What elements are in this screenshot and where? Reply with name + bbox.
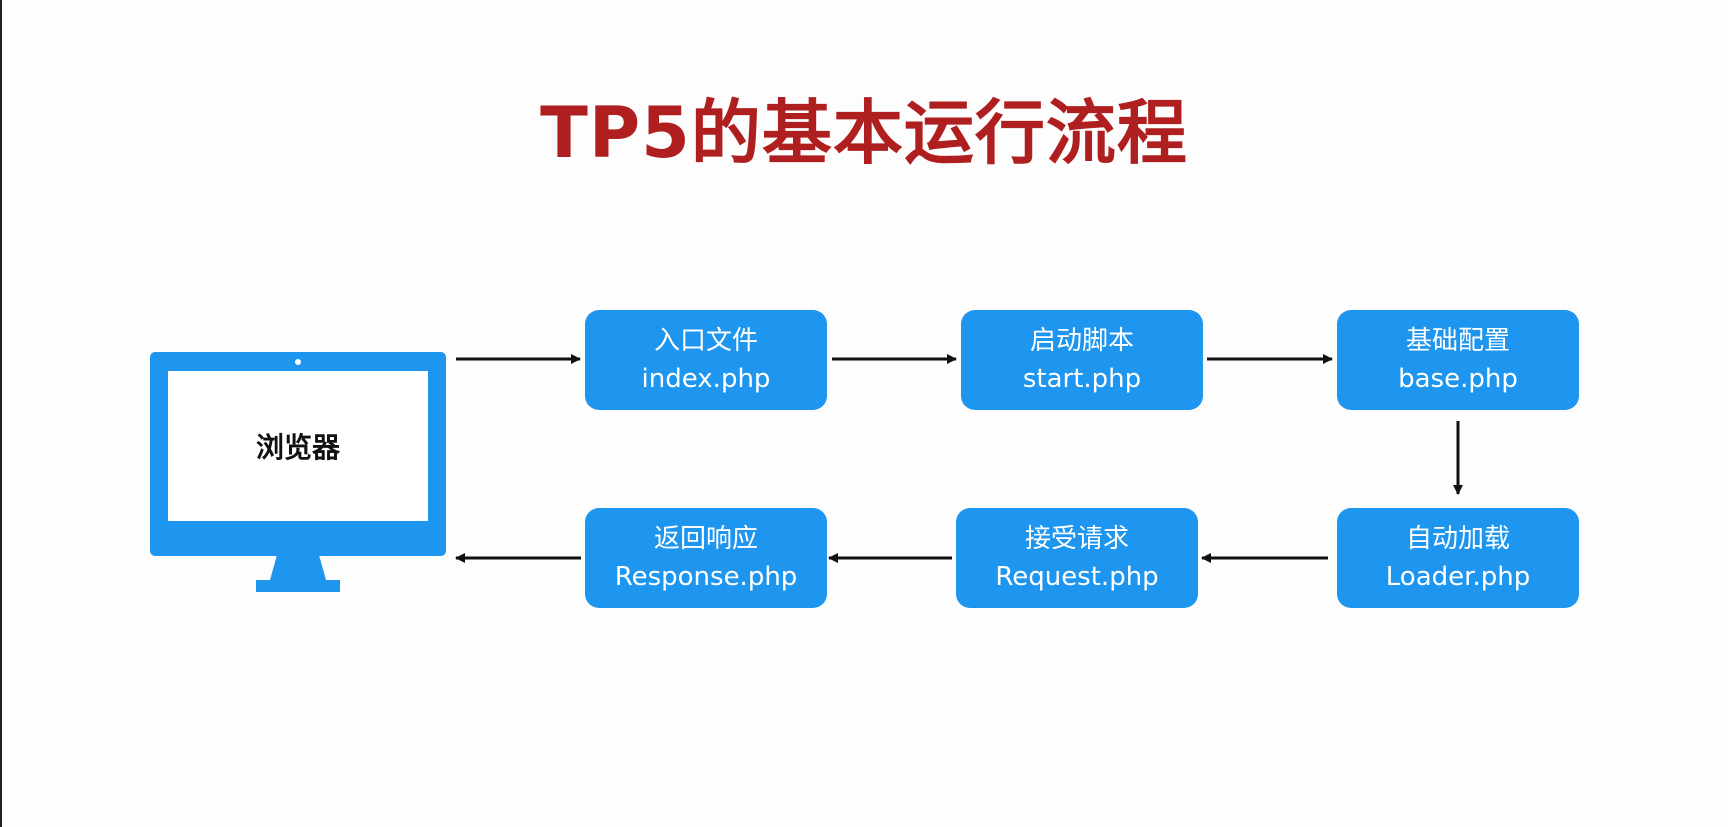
- node-entry-title: 入口文件: [653, 326, 758, 356]
- node-entry-file: index.php: [641, 364, 771, 394]
- monitor-camera-dot: [295, 359, 301, 365]
- node-base-file: base.php: [1398, 364, 1518, 394]
- node-loader-title: 自动加载: [1405, 524, 1510, 554]
- node-response: 返回响应 Response.php: [585, 508, 827, 608]
- node-base: 基础配置 base.php: [1337, 310, 1579, 410]
- monitor-stand-neck: [270, 556, 326, 580]
- diagram-title: TP5的基本运行流程: [540, 92, 1188, 174]
- node-base-title: 基础配置: [1405, 326, 1510, 356]
- browser-monitor-icon: 浏览器: [150, 352, 446, 592]
- node-loader-file: Loader.php: [1385, 562, 1531, 592]
- monitor-stand-base: [256, 580, 340, 592]
- node-response-title: 返回响应: [653, 524, 758, 554]
- node-loader: 自动加载 Loader.php: [1337, 508, 1579, 608]
- node-request-file: Request.php: [995, 562, 1159, 592]
- node-response-file: Response.php: [614, 562, 798, 592]
- left-edge-line: [0, 0, 2, 827]
- browser-label: 浏览器: [255, 431, 340, 464]
- node-entry: 入口文件 index.php: [585, 310, 827, 410]
- node-start: 启动脚本 start.php: [961, 310, 1203, 410]
- node-start-file: start.php: [1022, 364, 1142, 394]
- node-request: 接受请求 Request.php: [956, 508, 1198, 608]
- monitor-screen: 浏览器: [168, 371, 428, 521]
- node-start-title: 启动脚本: [1029, 326, 1134, 356]
- node-request-title: 接受请求: [1024, 524, 1129, 554]
